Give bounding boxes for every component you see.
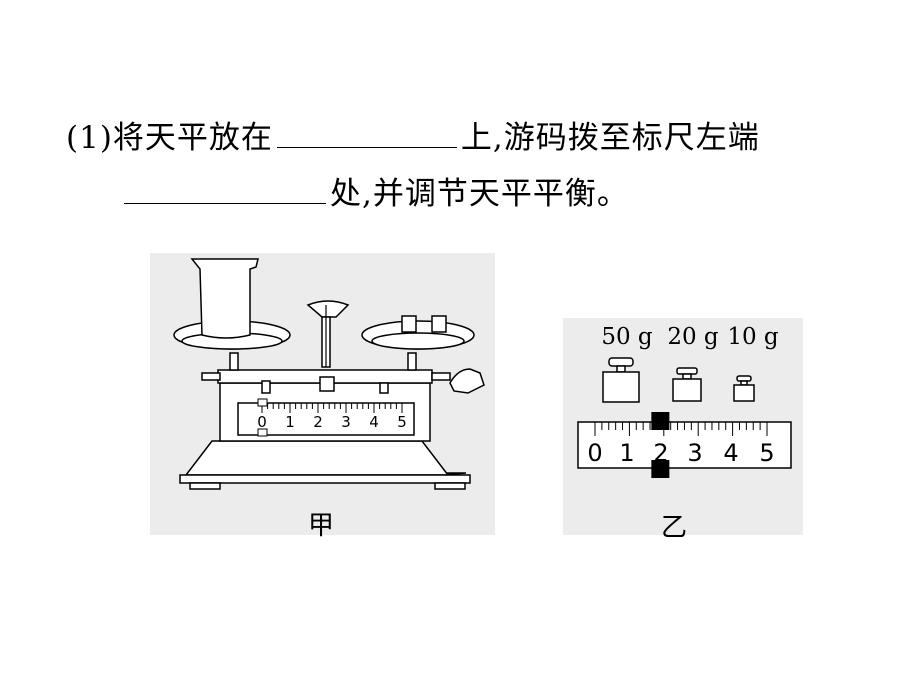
weight-on-pan-2 [431,315,447,333]
weight-50g-neck [616,365,626,373]
answer-blank-2[interactable] [124,175,326,204]
rider-scale-label: 5 [759,439,774,467]
question-text-2: 上,游码拨至标尺左端 [460,120,760,156]
weight-10g [733,384,755,402]
weight-label-50g: 50 g [601,324,653,350]
dial-scale [306,300,350,318]
rider-scale-label: 4 [723,439,738,467]
rider-top-marker[interactable] [651,412,670,430]
weight-50g [602,371,640,403]
weight-50g-cap [608,357,634,367]
center-pivot [319,376,335,392]
weight-label-20g: 20 g [667,324,719,350]
right-nut [431,372,451,381]
weight-20g-cap [676,367,698,375]
rider-scale-label: 0 [587,439,602,467]
left-pan-support [229,352,239,371]
scale-label: 2 [313,413,323,431]
weight-20g [672,378,702,402]
figure-b-caption: 乙 [661,513,688,543]
hand [449,368,485,394]
scale-label: 0 [257,413,267,431]
rider[interactable] [651,412,670,478]
scale-label: 4 [369,413,379,431]
right-pan-support [407,352,417,371]
stop-block [379,382,389,394]
weight-label-10g: 10 g [727,324,779,350]
rider-top [257,398,268,407]
balance-foot-left [189,482,221,490]
beaker [190,258,259,339]
balance-foot-right [434,482,466,490]
balance-base [184,440,450,476]
balance-foot-plate [179,474,471,484]
question-text-3: 处,并调节天平平衡。 [330,176,629,212]
answer-blank-1[interactable] [276,119,457,148]
question-line-2: 处,并调节天平平衡。 [124,168,629,213]
right-pan-inner [371,332,465,350]
scale-label: 5 [397,413,407,431]
figure-a-caption: 甲 [308,511,335,541]
rider-bottom [257,428,268,437]
rider-bottom-marker[interactable] [651,460,670,478]
question-text-1: 将天平放在 [112,120,273,156]
left-nut [201,372,221,381]
weight-on-pan-1 [401,315,417,333]
question-line-1: (1)将天平放在 上,游码拨至标尺左端 [66,112,760,157]
rider-a [261,380,271,394]
scale-label: 3 [341,413,351,431]
balance-figure: 0 1 2 3 4 5 [150,253,495,535]
weights-figure: 50 g 20 g 10 g 0 1 2 3 4 5 [563,318,803,535]
scale-ticks [261,403,403,413]
scale-label: 1 [285,413,295,431]
rider-scale-label: 3 [687,439,702,467]
part-label: (1) [66,120,113,156]
rider-scale-label: 1 [619,439,634,467]
